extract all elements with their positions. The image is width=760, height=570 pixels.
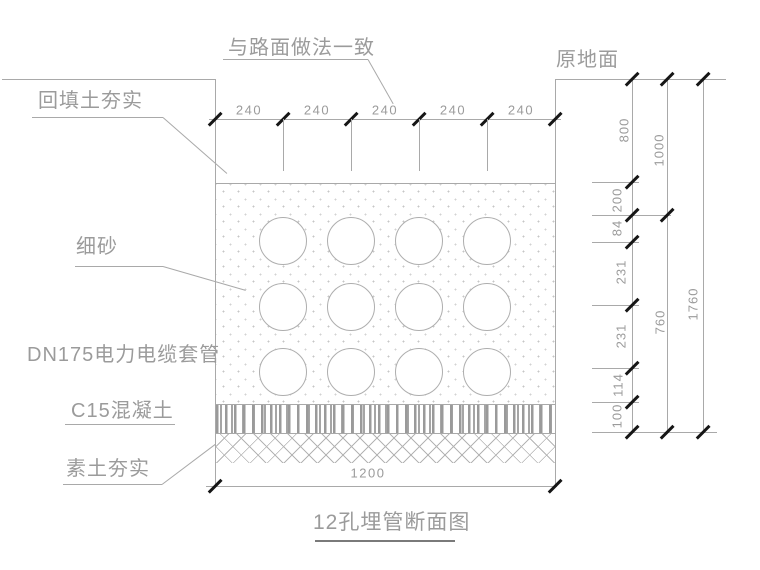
leader-line — [162, 117, 228, 174]
extension-line — [592, 182, 639, 183]
leader-line — [63, 484, 162, 485]
dim-line-right-inner — [632, 79, 633, 433]
dim-label-240: 240 — [303, 102, 331, 118]
label-plain-soil: 素土夯实 — [66, 458, 150, 480]
dim-label-231: 231 — [613, 323, 629, 349]
pipe-circle — [259, 348, 307, 396]
pipe-circle — [395, 348, 443, 396]
ground-line-right — [555, 79, 726, 80]
dim-label-800: 800 — [616, 117, 632, 143]
extension-line — [592, 402, 639, 403]
pipe-circle — [259, 283, 307, 331]
pipe-circle — [327, 217, 375, 265]
label-cable-duct: DN175电力电缆套管 — [27, 344, 221, 366]
leader-line — [367, 59, 394, 105]
label-c15-concrete: C15混凝土 — [71, 400, 174, 422]
label-original-ground: 原地面 — [556, 49, 619, 71]
c15-concrete-band — [215, 404, 555, 434]
dim-line-right-outer — [703, 79, 704, 433]
dim-label-240: 240 — [507, 102, 535, 118]
leader-line — [32, 117, 163, 118]
pipe-circle — [327, 283, 375, 331]
dim-label-100: 100 — [609, 403, 625, 429]
leader-line — [161, 443, 216, 485]
sand-top-line — [215, 183, 556, 184]
trench-wall-right — [555, 79, 556, 486]
title-underline — [315, 540, 455, 542]
leader-line — [75, 266, 163, 267]
dim-label-1000: 1000 — [651, 133, 667, 167]
dim-line-bottom — [206, 486, 557, 487]
dim-label-1200: 1200 — [350, 465, 386, 481]
pipe-circle — [463, 217, 511, 265]
leader-line — [223, 59, 368, 60]
pipe-circle — [463, 348, 511, 396]
dim-label-240: 240 — [371, 102, 399, 118]
trench-wall-left — [215, 79, 216, 486]
pipe-axis-line — [419, 119, 420, 171]
pipe-circle — [395, 283, 443, 331]
pipe-axis-line — [487, 119, 488, 171]
extension-line — [592, 368, 639, 369]
pipe-circle — [463, 283, 511, 331]
plain-soil-hatch — [216, 434, 555, 463]
label-backfill: 回填土夯实 — [38, 90, 143, 112]
dim-label-1760: 1760 — [685, 287, 701, 321]
dim-label-114: 114 — [610, 373, 626, 397]
dim-label-760: 760 — [652, 309, 668, 335]
ground-line-left — [2, 79, 215, 80]
pipe-circle — [259, 217, 307, 265]
extension-line — [592, 242, 639, 243]
leader-line — [65, 424, 175, 425]
pipe-circle — [327, 348, 375, 396]
label-match-road: 与路面做法一致 — [228, 37, 375, 59]
dim-line-right-mid — [667, 79, 668, 433]
extension-line — [592, 432, 717, 433]
drawing-title: 12孔埋管断面图 — [313, 511, 471, 534]
label-fine-sand: 细砂 — [76, 236, 118, 258]
dim-label-240: 240 — [439, 102, 467, 118]
pipe-circle — [395, 217, 443, 265]
dim-line-top — [209, 119, 561, 120]
dim-label-84: 84 — [609, 219, 625, 237]
pipe-axis-line — [283, 119, 284, 171]
pipe-axis-line — [351, 119, 352, 171]
dim-label-240: 240 — [235, 102, 263, 118]
extension-line — [592, 305, 639, 306]
dim-label-200: 200 — [609, 187, 625, 213]
dim-label-231: 231 — [613, 259, 629, 285]
